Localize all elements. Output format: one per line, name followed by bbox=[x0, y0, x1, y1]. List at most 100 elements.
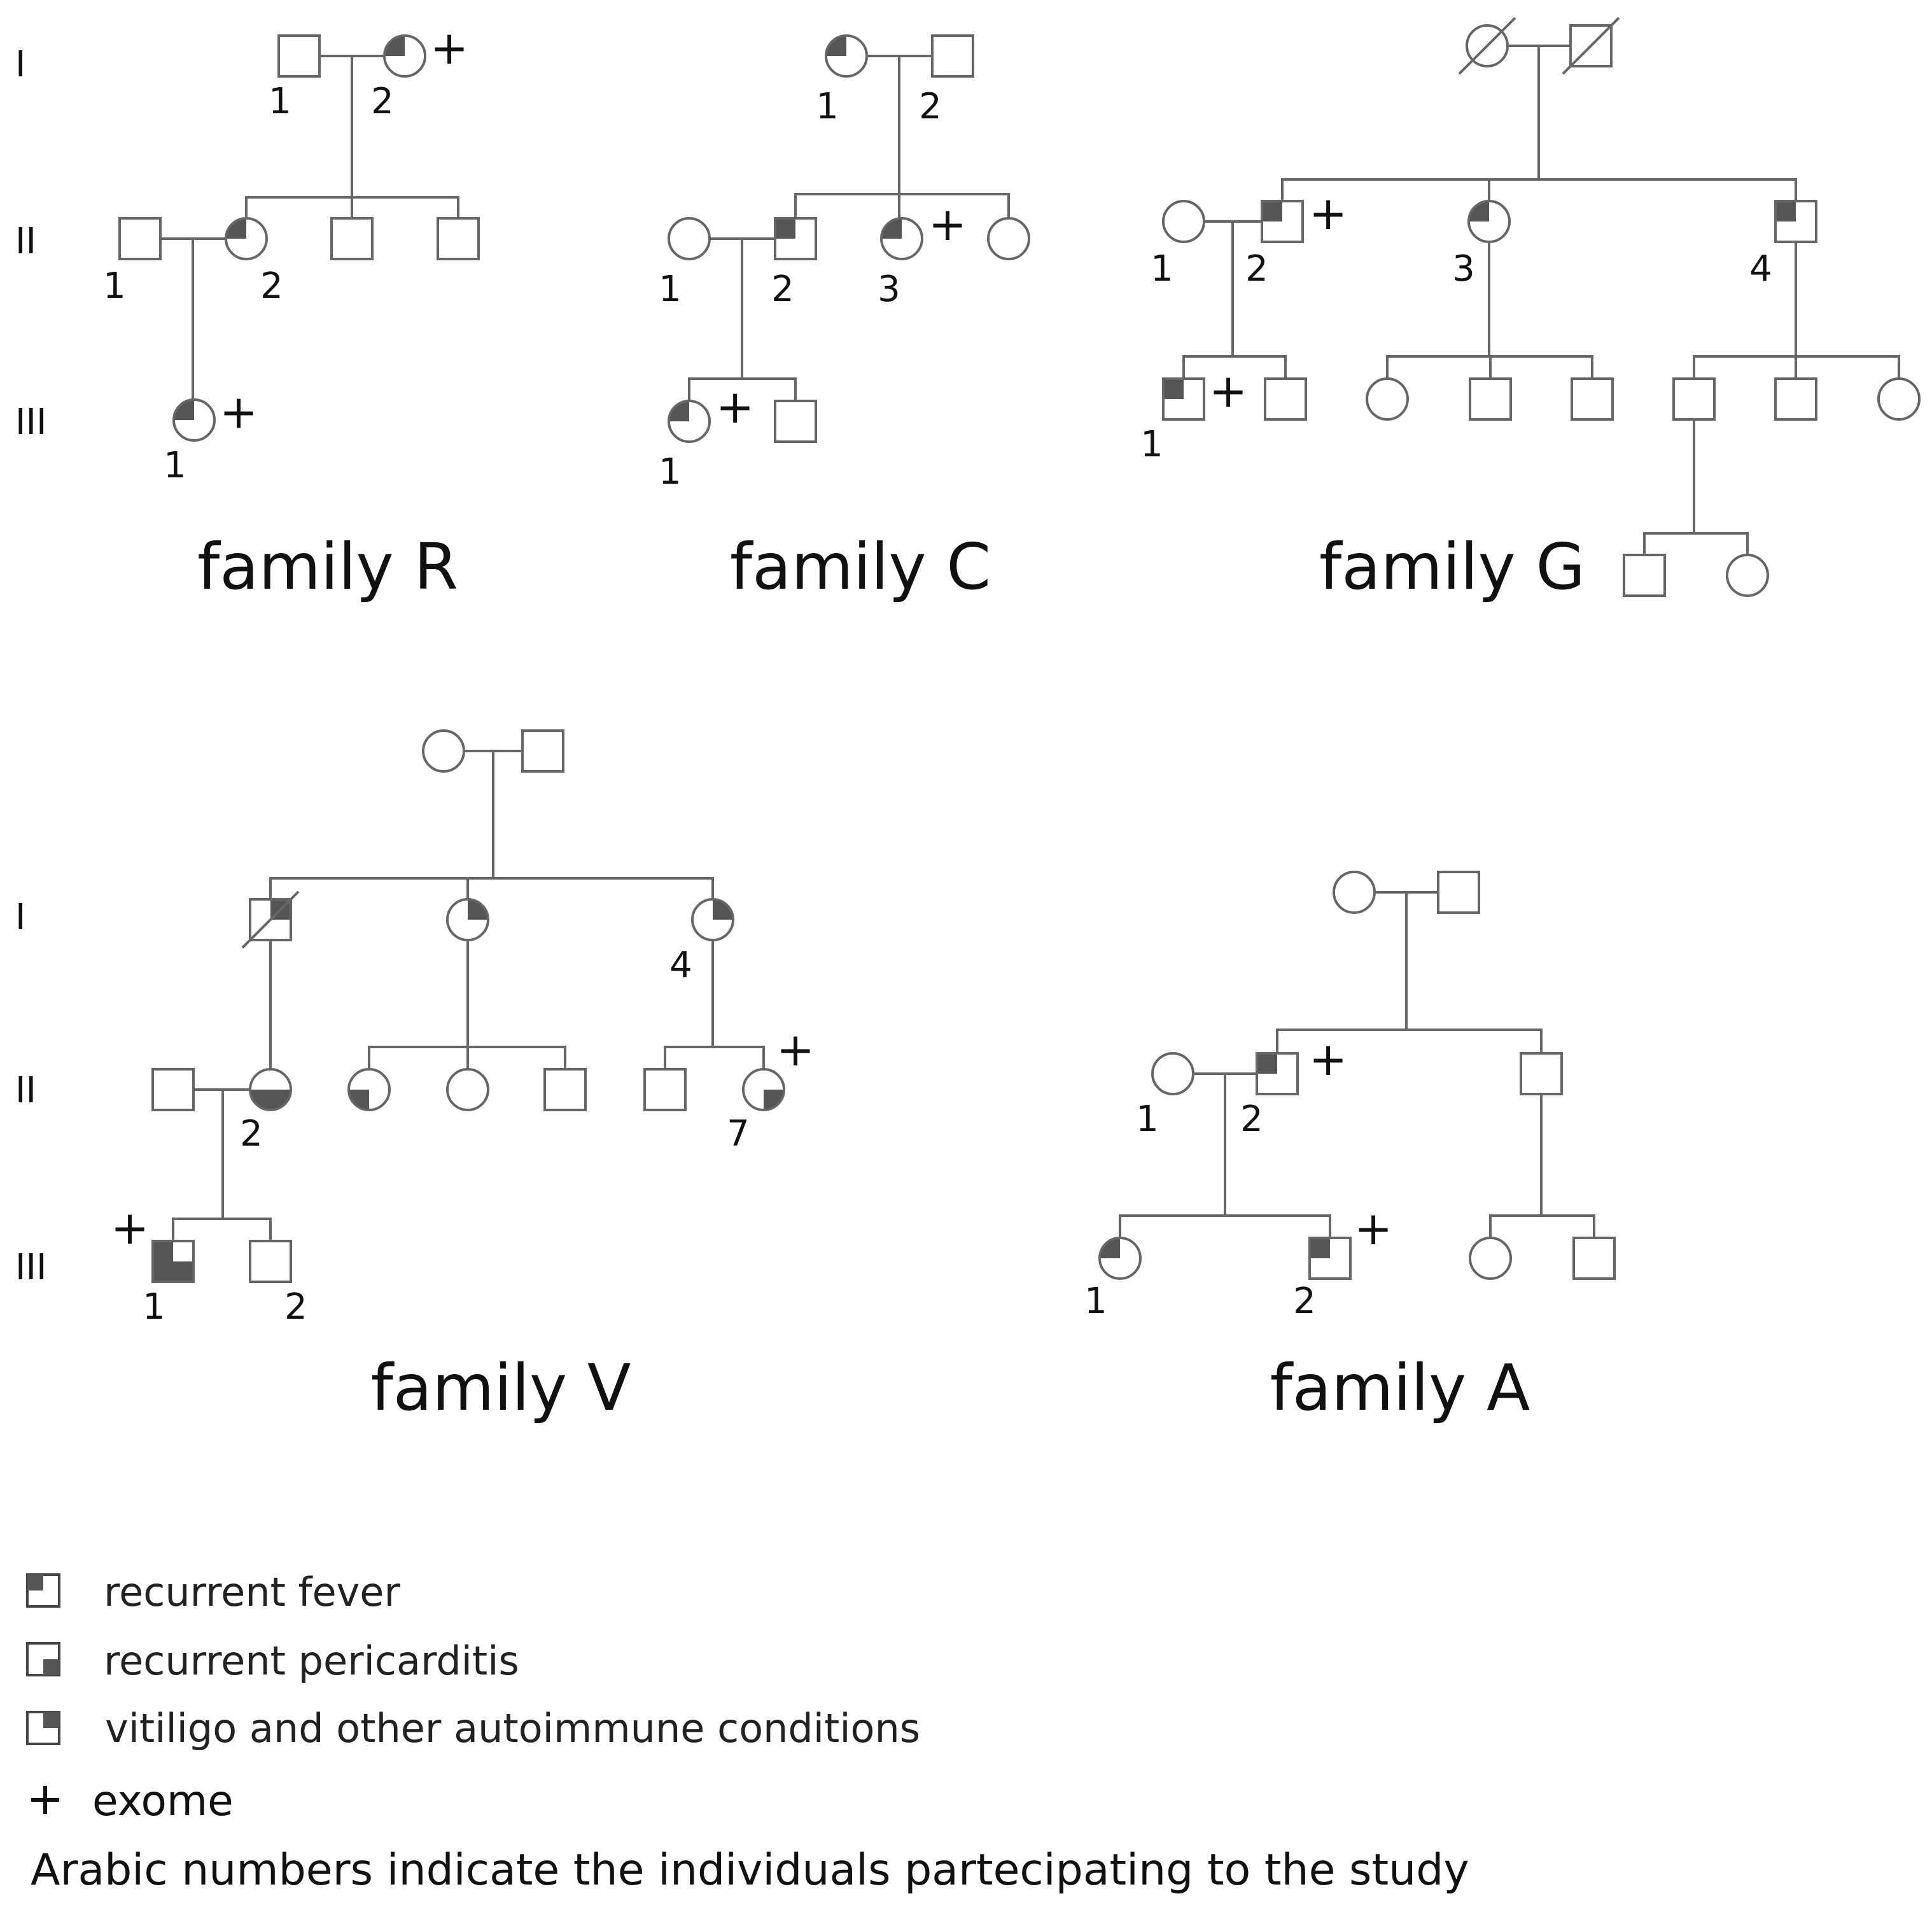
individual-number: 4 bbox=[669, 944, 692, 986]
female-symbol bbox=[880, 217, 923, 260]
relationship-line bbox=[688, 239, 743, 401]
female-symbol bbox=[446, 1068, 489, 1111]
symbol-background bbox=[932, 36, 973, 76]
female-symbol bbox=[383, 34, 426, 78]
symbol-background bbox=[1775, 379, 1816, 419]
symbol-background bbox=[1334, 872, 1375, 913]
symbol-background bbox=[1674, 379, 1714, 419]
relationship-line bbox=[664, 940, 714, 1069]
male-individual bbox=[1520, 1052, 1563, 1095]
female-individual bbox=[1877, 377, 1921, 421]
male-individual bbox=[1572, 1237, 1616, 1280]
individual-number: 3 bbox=[878, 269, 900, 310]
male-symbol bbox=[330, 217, 374, 260]
exome-mark: + bbox=[776, 1023, 815, 1076]
individual-number: 2 bbox=[771, 269, 794, 310]
female-symbol bbox=[1151, 1052, 1194, 1095]
female-symbol bbox=[1877, 377, 1921, 421]
family-title: family A bbox=[1270, 1351, 1530, 1425]
affected-quadrant bbox=[173, 1261, 193, 1282]
generation-label: II bbox=[15, 221, 36, 262]
male-individual bbox=[543, 1068, 587, 1111]
female-symbol bbox=[172, 398, 216, 442]
individual-number: 2 bbox=[1245, 248, 1268, 290]
female-symbol bbox=[347, 1068, 391, 1111]
female-individual bbox=[668, 217, 711, 260]
male-individual bbox=[1261, 200, 1304, 243]
exome-mark: + bbox=[111, 1201, 149, 1254]
male-symbol bbox=[1162, 377, 1205, 421]
male-symbol bbox=[1672, 377, 1716, 421]
affected-quadrant bbox=[1775, 201, 1796, 221]
symbol-background bbox=[1521, 1053, 1562, 1094]
female-symbol bbox=[1333, 871, 1376, 914]
individual-number: 7 bbox=[727, 1113, 750, 1155]
female-symbol bbox=[1726, 554, 1769, 597]
affected-quadrant bbox=[1163, 379, 1184, 399]
relationship-line bbox=[1225, 1214, 1331, 1238]
symbol-background bbox=[250, 1241, 291, 1282]
individual-number: 1 bbox=[269, 81, 291, 122]
affected-quadrant bbox=[153, 1241, 173, 1261]
relationship-line bbox=[1281, 46, 1540, 201]
female-individual bbox=[1333, 871, 1376, 914]
symbol-background bbox=[645, 1069, 685, 1110]
symbol-background bbox=[1470, 379, 1511, 419]
relationship-line bbox=[245, 56, 353, 218]
male-individual bbox=[151, 1068, 195, 1111]
male-individual bbox=[151, 1240, 195, 1283]
male-symbol bbox=[1774, 200, 1817, 243]
family-title: family R bbox=[197, 530, 458, 604]
male-symbol bbox=[118, 217, 162, 260]
male-individual bbox=[931, 34, 974, 78]
female-symbol bbox=[1162, 200, 1205, 243]
deceased-slash bbox=[241, 890, 300, 949]
individual-number: 2 bbox=[240, 1113, 263, 1155]
deceased-slash bbox=[1458, 17, 1516, 75]
relationship-line bbox=[1489, 1094, 1543, 1238]
relationship-line bbox=[899, 193, 1010, 218]
female-individual bbox=[987, 217, 1030, 260]
male-symbol bbox=[1264, 377, 1307, 421]
male-symbol bbox=[1571, 377, 1614, 421]
relationship-line bbox=[1796, 355, 1900, 379]
male-individual bbox=[643, 1068, 687, 1111]
exome-mark: + bbox=[1309, 186, 1347, 240]
individual-number: 2 bbox=[919, 86, 942, 127]
male-symbol bbox=[249, 1240, 292, 1283]
relationship-line bbox=[1406, 1029, 1543, 1053]
male-symbol bbox=[643, 1068, 687, 1111]
male-symbol bbox=[1308, 1237, 1352, 1280]
male-symbol bbox=[1261, 200, 1304, 243]
male-individual bbox=[437, 217, 480, 260]
symbol-background bbox=[1367, 379, 1408, 419]
female-individual bbox=[225, 217, 268, 260]
generation-label: I bbox=[15, 44, 26, 85]
relationship-line bbox=[352, 196, 459, 218]
individual-number: 1 bbox=[103, 265, 126, 307]
female-symbol bbox=[825, 34, 868, 78]
male-individual bbox=[521, 729, 564, 773]
female-individual bbox=[1458, 17, 1516, 75]
female-individual bbox=[1162, 200, 1205, 243]
female-individual bbox=[1467, 200, 1511, 243]
male-individual bbox=[249, 1240, 292, 1283]
relationship-line bbox=[1694, 532, 1749, 555]
relationship-line bbox=[1182, 221, 1234, 379]
symbol-background bbox=[1438, 872, 1479, 913]
symbol-background bbox=[522, 731, 563, 771]
individual-number: 2 bbox=[1293, 1281, 1316, 1322]
affected-quadrant bbox=[1257, 1053, 1277, 1074]
individual-number: 2 bbox=[260, 265, 283, 307]
female-symbol bbox=[668, 400, 711, 443]
male-individual bbox=[1264, 377, 1307, 421]
relationship-line bbox=[1276, 892, 1408, 1053]
affected-quadrant bbox=[1310, 1238, 1330, 1258]
female-symbol bbox=[1366, 377, 1409, 421]
relationship-line bbox=[1539, 178, 1797, 201]
male-symbol bbox=[1520, 1052, 1563, 1095]
male-symbol bbox=[1569, 24, 1613, 67]
relationship-line bbox=[172, 1090, 224, 1241]
female-symbol bbox=[422, 729, 465, 773]
male-individual bbox=[277, 34, 321, 78]
